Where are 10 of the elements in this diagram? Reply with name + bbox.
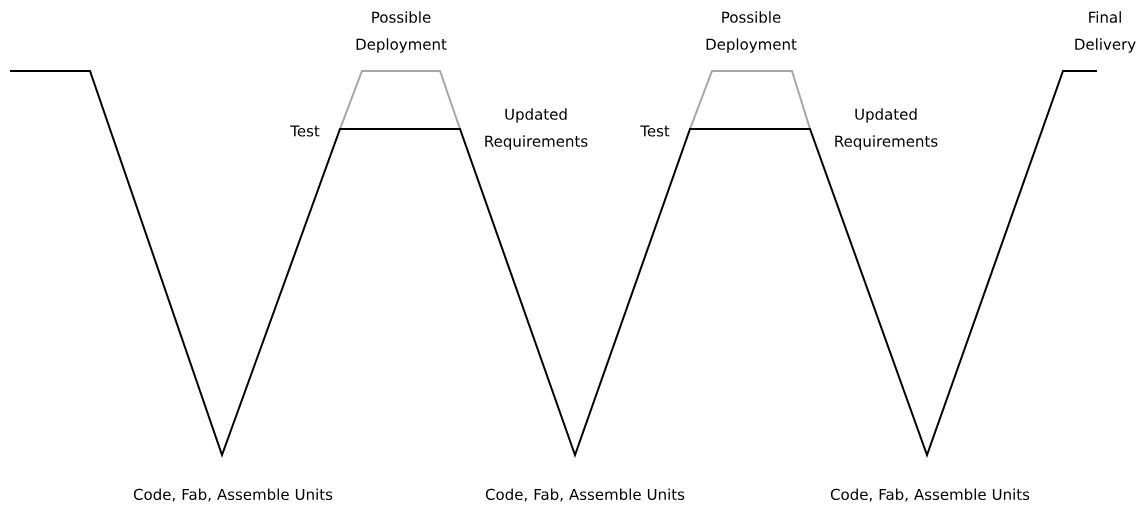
phase-label: Possible Deployment [706,11,797,53]
phase-label: Updated Requirements [835,108,938,150]
phase-label: Code, Fab, Assemble Units [133,488,333,502]
phase-label: Code, Fab, Assemble Units [830,488,1030,502]
phase-label: Test [640,125,670,137]
phase-label: Updated Requirements [485,108,588,150]
phase-label: Final Delivery [1075,11,1136,53]
phase-label: Code, Fab, Assemble Units [485,488,685,502]
phase-label: Test [290,125,320,137]
phase-label: Possible Deployment [356,11,447,53]
